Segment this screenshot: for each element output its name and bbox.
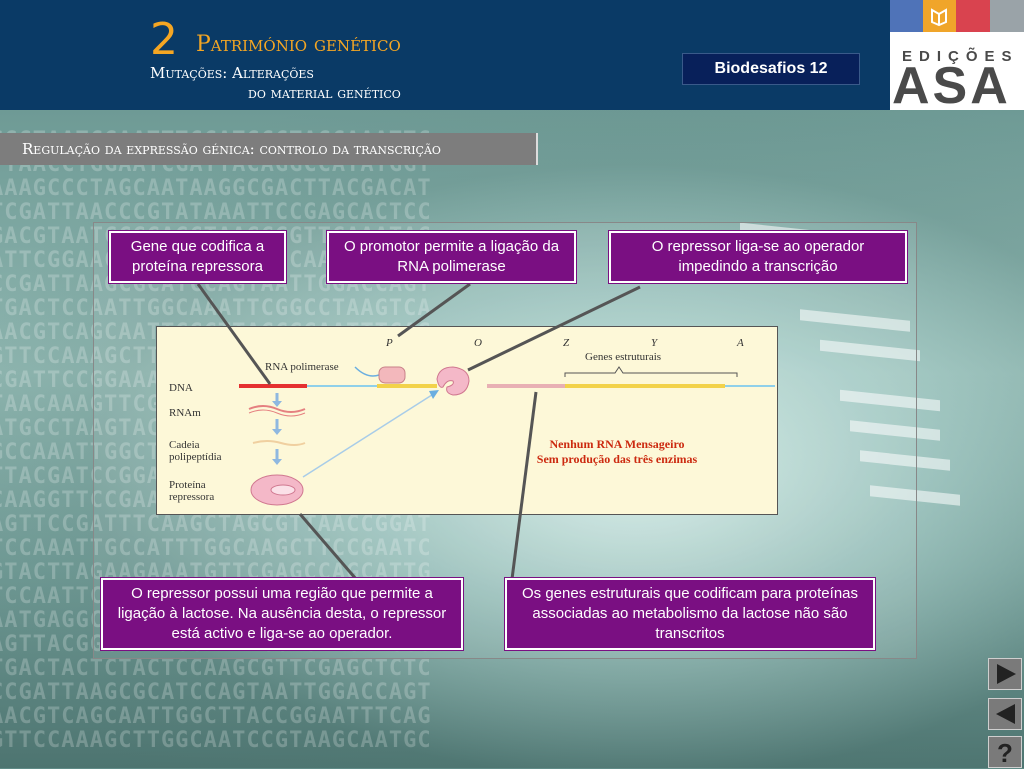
operator-segment bbox=[487, 384, 565, 388]
dna-end-segment bbox=[725, 385, 775, 387]
mrna-wave bbox=[248, 405, 306, 413]
callout-gene: Gene que codifica a proteína repressora bbox=[108, 230, 287, 284]
callout-structural-genes: Os genes estruturais que codificam para … bbox=[504, 577, 876, 651]
connector-structural bbox=[510, 391, 538, 580]
previous-button[interactable] bbox=[988, 698, 1022, 730]
rna-polymerase-shape bbox=[378, 366, 406, 384]
logo-asa-text: ASA bbox=[892, 57, 1011, 115]
repressor-gene-segment bbox=[239, 384, 307, 388]
promoter-segment bbox=[377, 384, 437, 388]
label-structural-genes: Genes estruturais bbox=[585, 351, 662, 363]
publisher-logo: EDIÇÕES ASA bbox=[890, 0, 1024, 115]
header-bar: 2 Património genético Mutações: Alteraçõ… bbox=[0, 0, 890, 110]
label-repressor-1: Proteína bbox=[169, 479, 206, 491]
book-icon bbox=[931, 8, 947, 27]
result-line2: Sem produção das três enzimas bbox=[536, 452, 698, 466]
biodesafios-badge[interactable]: Biodesafios 12 bbox=[682, 53, 860, 85]
help-icon: ? bbox=[997, 738, 1013, 768]
label-rna-polymerase: RNA polimerase bbox=[265, 361, 339, 373]
repressor-binding-arrow bbox=[302, 392, 436, 478]
subtitle-line2: do material genético bbox=[248, 84, 401, 102]
next-button[interactable] bbox=[988, 658, 1022, 690]
bound-repressor-shape bbox=[436, 366, 470, 396]
connector-operator bbox=[467, 285, 641, 372]
label-z: Z bbox=[563, 337, 570, 349]
callout-repressor-region: O repressor possui uma região que permit… bbox=[100, 577, 464, 651]
help-button[interactable]: ? bbox=[988, 736, 1022, 768]
logo-square-red bbox=[956, 0, 990, 32]
logo-square-blue bbox=[890, 0, 923, 32]
label-dna: DNA bbox=[169, 382, 193, 394]
label-p: P bbox=[386, 337, 393, 349]
connector-repressor bbox=[298, 513, 358, 580]
section-title: Regulação da expressão génica: controlo … bbox=[22, 140, 441, 158]
label-a: A bbox=[737, 337, 744, 349]
connector-promoter bbox=[397, 282, 471, 338]
logo-square-gray bbox=[990, 0, 1024, 32]
triangle-right-icon bbox=[997, 664, 1016, 684]
callout-promoter: O promotor permite a ligação da RNA poli… bbox=[326, 230, 577, 284]
label-polypeptide-2: polipeptídia bbox=[169, 451, 222, 463]
callout-repressor-binds: O repressor liga-se ao operador impedind… bbox=[608, 230, 908, 284]
polypeptide-chain bbox=[252, 440, 306, 446]
logo-square-orange bbox=[923, 0, 956, 32]
result-line1: Nenhum RNA Mensageiro bbox=[549, 437, 685, 451]
label-o: O bbox=[474, 337, 482, 349]
section-title-bar: Regulação da expressão génica: controlo … bbox=[0, 133, 538, 165]
structural-genes-brace bbox=[564, 366, 738, 377]
chapter-number: 2 bbox=[150, 14, 178, 65]
logo-edicoes-text: EDIÇÕES bbox=[902, 48, 1019, 65]
subtitle-line1: Mutações: Alterações bbox=[150, 64, 314, 82]
triangle-left-icon bbox=[996, 704, 1015, 724]
dna-spacer-segment bbox=[307, 385, 377, 387]
label-mrna: RNAm bbox=[169, 407, 201, 419]
connector-gene bbox=[196, 283, 272, 385]
label-repressor-2: repressora bbox=[169, 491, 215, 503]
structural-genes-segment bbox=[565, 384, 725, 388]
chapter-title: Património genético bbox=[196, 32, 401, 57]
lac-operon-figure: P O Z Y A Genes estruturais RNA polimera… bbox=[156, 326, 778, 515]
label-y: Y bbox=[651, 337, 658, 349]
operon-diagram bbox=[239, 366, 775, 506]
label-polypeptide-1: Cadeia bbox=[169, 439, 200, 451]
